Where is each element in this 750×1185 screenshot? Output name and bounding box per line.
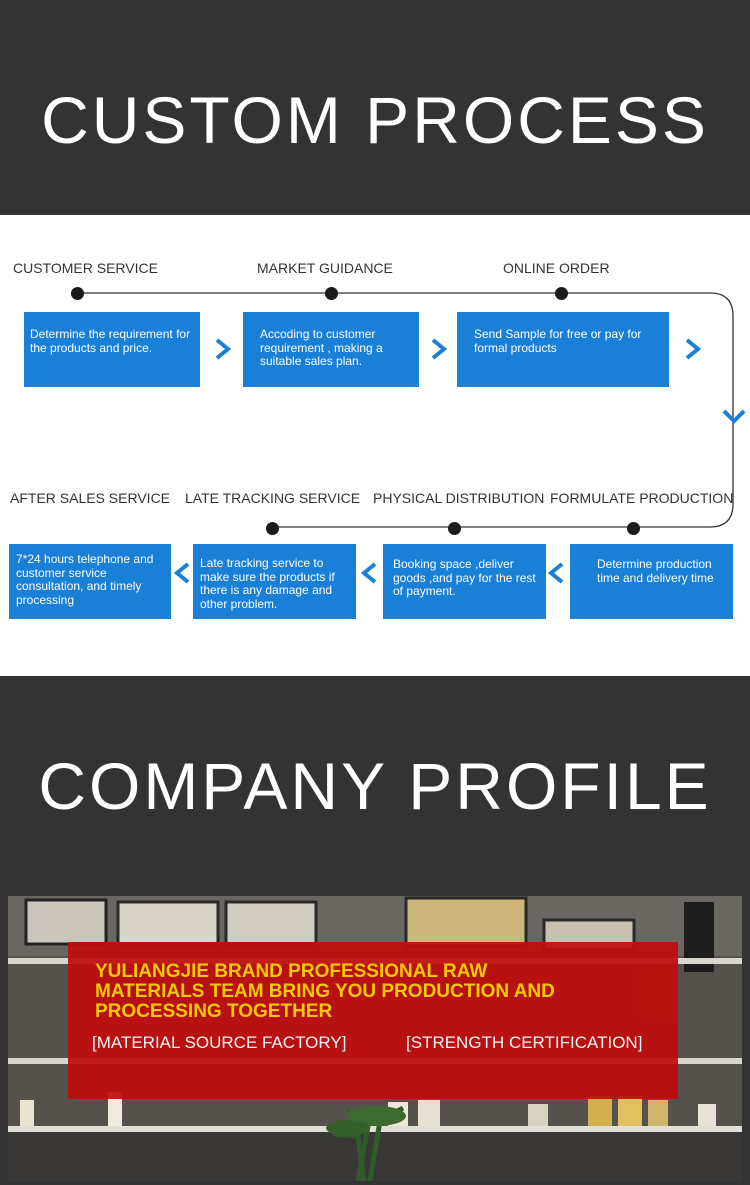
profile-tag-material-source: [MATERIAL SOURCE FACTORY] <box>92 1033 347 1052</box>
step-label-after-sales-service: AFTER SALES SERVICE <box>10 490 171 506</box>
chevron-right-icon <box>685 338 702 360</box>
company-office-photo: YULIANGJIE BRAND PROFESSIONAL RAW MATERI… <box>8 896 742 1181</box>
step-dot-physical-distribution <box>447 521 461 535</box>
step-label-late-tracking-service: LATE TRACKING SERVICE <box>185 490 361 506</box>
step-box-formulate-production: Determine production time and delivery t… <box>570 544 733 619</box>
profile-banner: YULIANGJIE BRAND PROFESSIONAL RAW MATERI… <box>68 942 678 1099</box>
chevron-left-icon <box>360 562 377 584</box>
step-dot-market-guidance <box>324 286 338 300</box>
step-label-customer-service: CUSTOMER SERVICE <box>13 260 158 276</box>
profile-headline: YULIANGJIE BRAND PROFESSIONAL RAW MATERI… <box>95 961 555 1022</box>
step-label-formulate-production: FORMULATE PRODUCTION <box>550 490 734 506</box>
step-label-market-guidance: MARKET GUIDANCE <box>257 260 393 276</box>
company-profile-title: COMPANY PROFILE <box>38 749 712 823</box>
step-box-late-tracking-service: Late tracking service to make sure the p… <box>193 544 356 619</box>
step-box-after-sales-service: 7*24 hours telephone and customer servic… <box>9 544 171 619</box>
step-dot-late-tracking-service <box>265 521 279 535</box>
step-dot-customer-service <box>70 286 84 300</box>
step-dot-formulate-production <box>626 521 640 535</box>
custom-process-title: CUSTOM PROCESS <box>41 83 709 157</box>
chevron-right-icon <box>215 338 232 360</box>
chevron-down-icon <box>722 409 746 424</box>
step-dot-online-order <box>554 286 568 300</box>
chevron-left-icon <box>547 562 564 584</box>
step-box-online-order: Send Sample for free or pay for formal p… <box>457 312 669 387</box>
step-label-physical-distribution: PHYSICAL DISTRIBUTION <box>373 490 545 506</box>
process-flow: CUSTOMER SERVICE MARKET GUIDANCE ONLINE … <box>0 215 750 676</box>
process-connector-line <box>77 292 734 528</box>
chevron-left-icon <box>173 562 190 584</box>
profile-tag-strength-certification: [STRENGTH CERTIFICATION] <box>406 1033 643 1052</box>
step-box-customer-service: Determine the requirement for the produc… <box>24 312 200 387</box>
step-label-online-order: ONLINE ORDER <box>503 260 610 276</box>
chevron-right-icon <box>431 338 448 360</box>
step-box-market-guidance: Accoding to customer requirement , makin… <box>243 312 419 387</box>
custom-process-header: CUSTOM PROCESS <box>0 0 750 215</box>
step-box-physical-distribution: Booking space ,deliver goods ,and pay fo… <box>383 544 546 619</box>
